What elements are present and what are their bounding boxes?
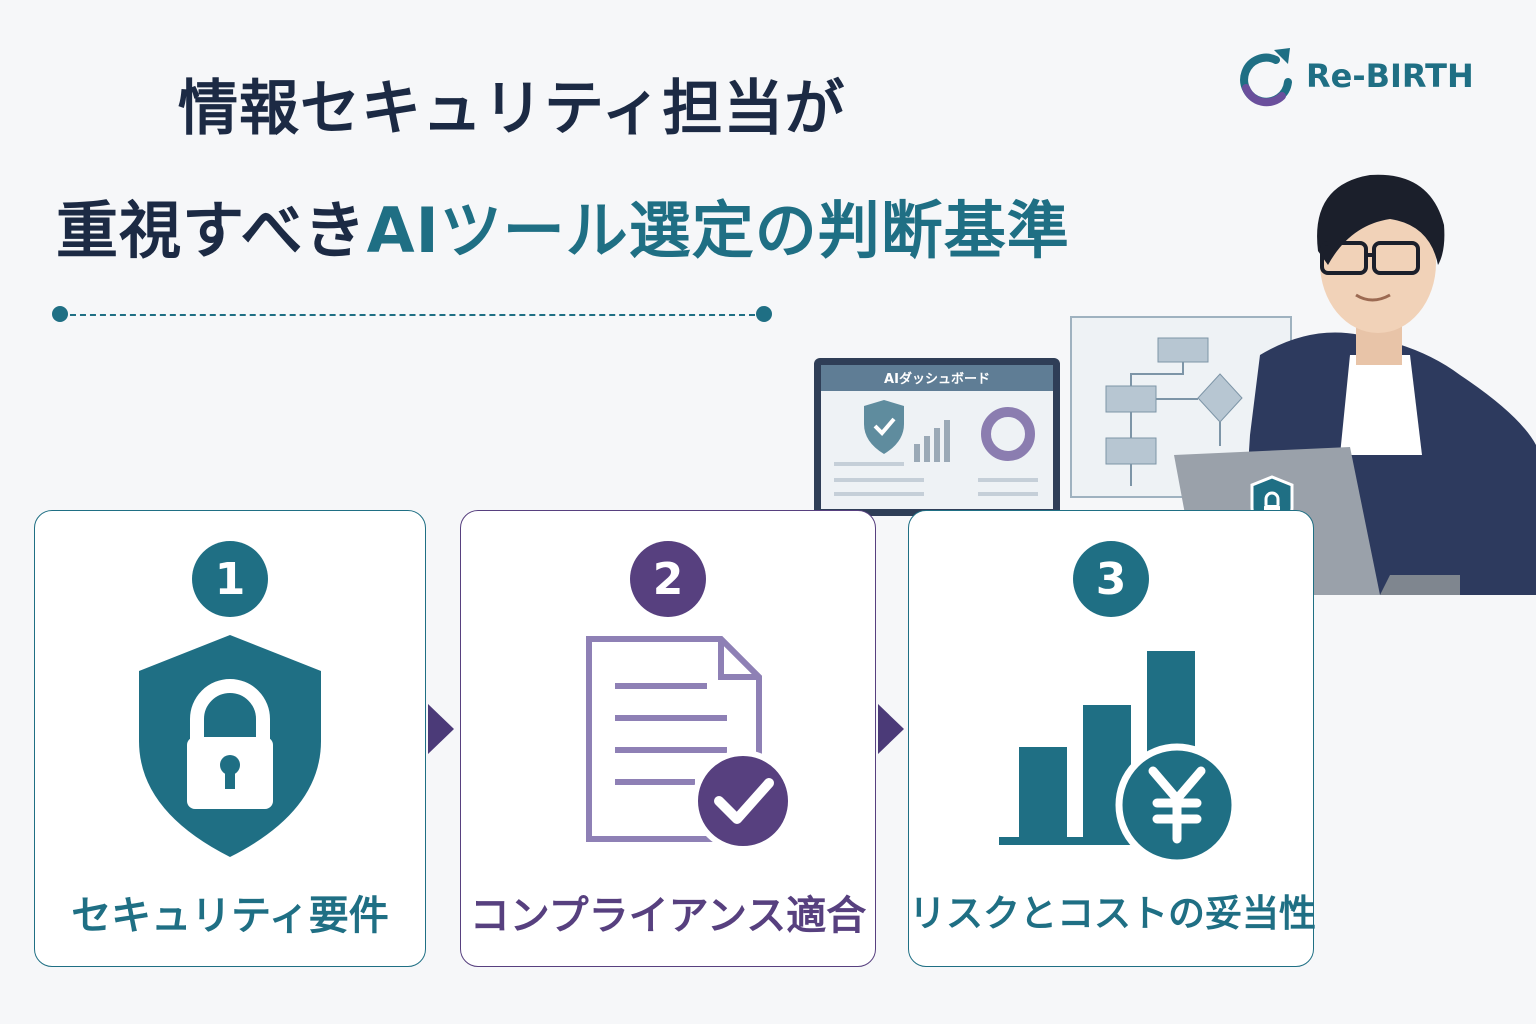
divider-dot-left <box>52 306 68 322</box>
document-check-icon <box>586 636 794 852</box>
card-label: コンプライアンス適合 <box>469 893 867 939</box>
step-number-badge: 3 <box>1073 541 1149 617</box>
brand-logo: Re-BIRTH <box>1240 44 1474 108</box>
card-label: セキュリティ要件 <box>71 893 389 939</box>
page-title-line-2: 重視すべきAIツール選定の判断基準 <box>56 180 1070 270</box>
brand-logo-text: Re-BIRTH <box>1306 57 1474 95</box>
arrow-right-icon <box>878 704 904 754</box>
bar-chart-yen-icon <box>999 651 1239 867</box>
title-divider <box>60 314 765 316</box>
criteria-card-risk-cost: 3 リスクとコストの妥当性 <box>908 510 1316 967</box>
dashboard-monitor-illustration: AIダッシュボード <box>814 358 1060 516</box>
step-number-badge: 2 <box>630 541 706 617</box>
arrow-right-icon <box>428 704 454 754</box>
divider-dot-right <box>756 306 772 322</box>
shield-lock-icon <box>139 635 321 857</box>
title-prefix: 重視すべき <box>56 194 367 267</box>
rebirth-logo-icon <box>1240 48 1292 107</box>
dashboard-title: AIダッシュボード <box>884 371 990 387</box>
title-accent: AIツール選定の判断基準 <box>366 194 1070 267</box>
step-number-badge: 1 <box>192 541 268 617</box>
criteria-card-compliance: 2 コンプライアンス適合 <box>460 510 876 967</box>
card-label: リスクとコストの妥当性 <box>909 892 1316 935</box>
criteria-card-security: 1 セキュリティ要件 <box>34 510 426 967</box>
page-title-line-1: 情報セキュリティ担当が <box>178 74 846 144</box>
